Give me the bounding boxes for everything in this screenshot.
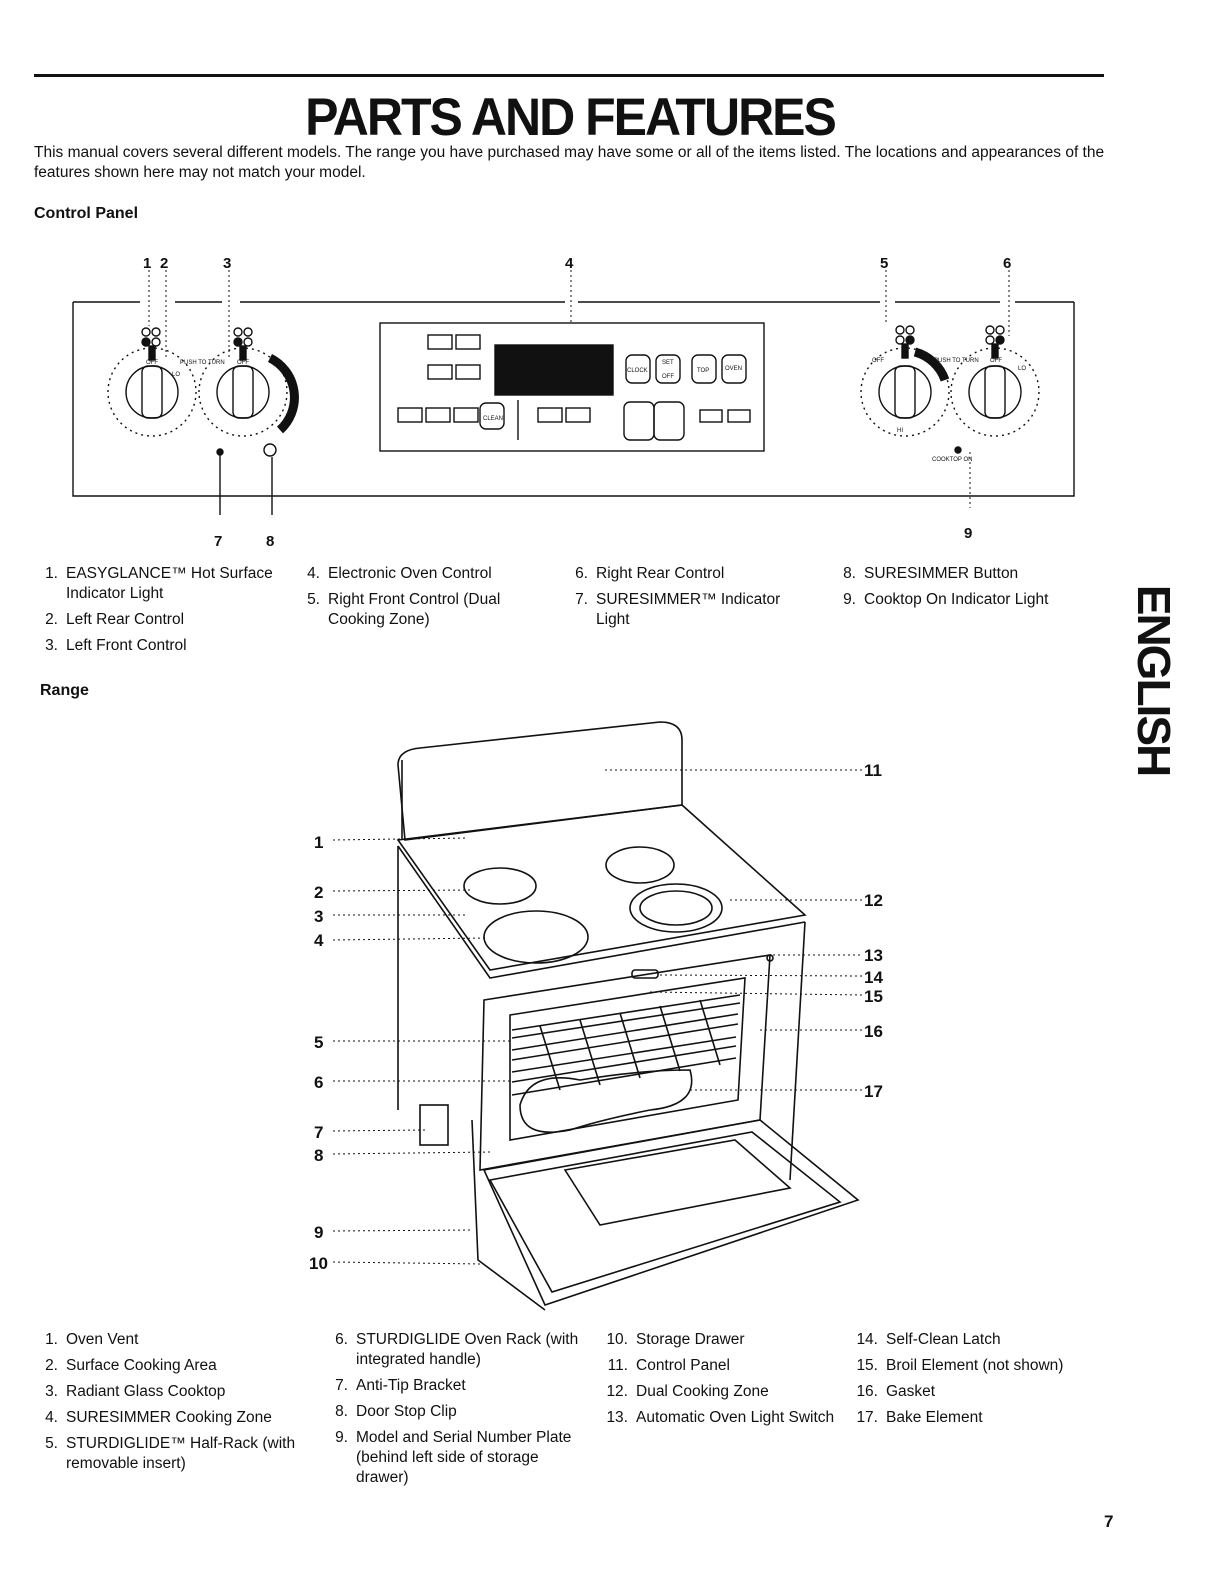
callout-9: 9 — [964, 525, 972, 542]
clock-key-label: CLOCK — [627, 368, 648, 374]
range-callout-7: 7 — [314, 1123, 323, 1142]
range-callout-5: 5 — [314, 1033, 323, 1052]
knob-off-label: OFF — [237, 360, 249, 366]
range-callout-14: 14 — [864, 968, 883, 987]
legend-item: 4.SURESIMMER Cooking Zone — [45, 1409, 272, 1426]
range-callout-16: 16 — [864, 1022, 883, 1041]
range-callout-15: 15 — [864, 987, 883, 1006]
knob-off-label: OFF — [146, 360, 158, 366]
legend-item: 9.Model and Serial Number Plate (behind … — [335, 1429, 572, 1486]
callout-3: 3 — [223, 255, 231, 272]
range-callout-11: 11 — [864, 761, 882, 780]
control-panel-legend-col1: 1.EASYGLANCE™ Hot Surface Indicator Ligh… — [34, 564, 274, 662]
set-key-label: SET — [662, 360, 674, 366]
range-callout-8: 8 — [314, 1146, 323, 1165]
range-legend-col3: 10.Storage Drawer 11.Control Panel 12.Du… — [604, 1330, 844, 1434]
range-diagram: 1 2 3 4 5 6 7 8 9 10 11 12 13 14 15 16 1… — [309, 721, 883, 1311]
legend-item: 1.EASYGLANCE™ Hot Surface Indicator Ligh… — [45, 565, 273, 602]
legend-item: 5.Right Front Control (Dual Cooking Zone… — [307, 591, 501, 628]
callout-8: 8 — [266, 533, 274, 550]
range-callout-13: 13 — [864, 946, 883, 965]
control-panel-diagram: OFF OFF OFF OFF LO LO HI PUSH TO TURN PU… — [72, 255, 1075, 550]
range-heading: Range — [40, 682, 89, 699]
oven-key-label: OVEN — [725, 366, 742, 372]
control-panel-legend-col4: 8.SURESIMMER Button 9.Cooktop On Indicat… — [832, 564, 1082, 616]
callout-1: 1 — [143, 255, 151, 272]
range-callout-9: 9 — [314, 1223, 323, 1242]
legend-item: 8.Door Stop Clip — [335, 1403, 457, 1420]
callout-7: 7 — [214, 533, 222, 550]
legend-item: 5.STURDIGLIDE™ Half-Rack (with removable… — [45, 1435, 296, 1472]
legend-item: 1.Oven Vent — [45, 1331, 139, 1348]
knob-off-label: OFF — [872, 358, 884, 364]
range-callout-2: 2 — [314, 883, 323, 902]
control-panel-legend-col2: 4.Electronic Oven Control 5.Right Front … — [296, 564, 546, 636]
control-panel-heading: Control Panel — [34, 205, 139, 222]
push-to-turn-label: PUSH TO TURN — [180, 360, 225, 366]
clean-key-label: CLEAN — [483, 416, 503, 422]
legend-item: 16.Gasket — [856, 1383, 936, 1400]
knob-lo-label: LO — [1018, 366, 1026, 372]
legend-item: 2.Surface Cooking Area — [45, 1357, 217, 1374]
legend-item: 3.Radiant Glass Cooktop — [45, 1383, 226, 1400]
legend-item: 6.Right Rear Control — [575, 565, 725, 582]
legend-item: 8.SURESIMMER Button — [843, 565, 1019, 582]
callout-4: 4 — [565, 255, 574, 272]
range-callout-12: 12 — [864, 891, 883, 910]
page-number: 7 — [1104, 1512, 1114, 1531]
legend-item: 7.Anti-Tip Bracket — [335, 1377, 466, 1394]
knob-off-label: OFF — [990, 358, 1002, 364]
legend-item: 17.Bake Element — [856, 1409, 983, 1426]
legend-item: 4.Electronic Oven Control — [307, 565, 492, 582]
legend-item: 2.Left Rear Control — [45, 611, 185, 628]
legend-item: 11.Control Panel — [607, 1357, 730, 1374]
range-callout-3: 3 — [314, 907, 323, 926]
legend-item: 14.Self-Clean Latch — [856, 1331, 1001, 1348]
knob-hi-label: HI — [897, 428, 903, 434]
language-side-tab: ENGLISH — [1128, 584, 1180, 776]
page-title: PARTS AND FEATURES — [305, 87, 837, 147]
legend-item: 15.Broil Element (not shown) — [856, 1357, 1064, 1374]
legend-item: 6.STURDIGLIDE Oven Rack (with integrated… — [335, 1331, 579, 1368]
legend-item: 3.Left Front Control — [45, 637, 187, 654]
range-callout-17: 17 — [864, 1082, 883, 1101]
knob-lo-label: LO — [172, 372, 180, 378]
legend-item: 13.Automatic Oven Light Switch — [606, 1409, 835, 1426]
cooktop-on-label: COOKTOP ON — [932, 457, 972, 463]
legend-item: 10.Storage Drawer — [606, 1331, 745, 1348]
off-key-label: OFF — [662, 374, 674, 380]
range-callout-4: 4 — [314, 931, 324, 950]
top-key-label: TOP — [697, 368, 709, 374]
callout-5: 5 — [880, 255, 888, 272]
range-callout-10: 10 — [309, 1254, 328, 1273]
range-callout-6: 6 — [314, 1073, 323, 1092]
top-rule — [34, 74, 1104, 77]
legend-item: 7.SURESIMMER™ Indicator Light — [575, 591, 781, 628]
push-to-turn-label: PUSH TO TURN — [934, 358, 979, 364]
range-legend-col2: 6.STURDIGLIDE Oven Rack (with integrated… — [324, 1330, 594, 1494]
range-legend-col1: 1.Oven Vent 2.Surface Cooking Area 3.Rad… — [34, 1330, 334, 1480]
control-panel-legend-col3: 6.Right Rear Control 7.SURESIMMER™ Indic… — [564, 564, 814, 636]
callout-2: 2 — [160, 255, 168, 272]
intro-paragraph: This manual covers several different mod… — [34, 144, 1105, 181]
legend-item: 12.Dual Cooking Zone — [606, 1383, 769, 1400]
legend-item: 9.Cooktop On Indicator Light — [843, 591, 1049, 608]
range-callout-1: 1 — [314, 833, 323, 852]
range-legend-col4: 14.Self-Clean Latch 15.Broil Element (no… — [854, 1330, 1114, 1434]
callout-6: 6 — [1003, 255, 1011, 272]
